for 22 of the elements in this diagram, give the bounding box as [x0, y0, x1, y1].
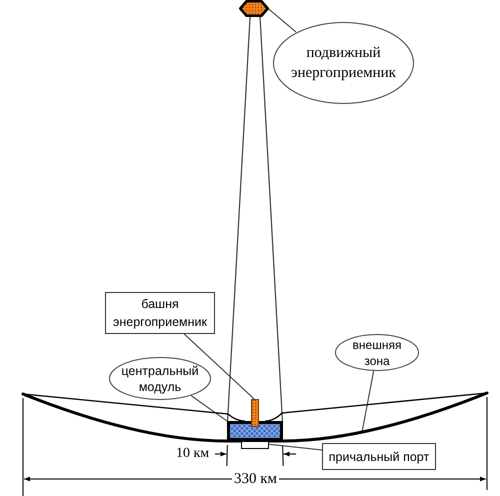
- leader-line: [184, 334, 255, 400]
- hexagon-symbol: [239, 0, 269, 17]
- leader-line: [268, 8, 296, 32]
- port-rect: [241, 441, 269, 449]
- callout-text: центральный модуль: [120, 362, 200, 394]
- label-box: [105, 292, 215, 334]
- callout-ellipse: [273, 22, 414, 104]
- callout-ellipse: [335, 334, 419, 371]
- label-box: [322, 443, 436, 470]
- callout-ellipse: [109, 357, 211, 400]
- beam-line: [227, 16, 251, 422]
- dimension-label: 10 км: [176, 445, 210, 462]
- leader-line: [268, 444, 322, 451]
- tower-bar: [251, 399, 259, 427]
- beam-line: [259, 16, 283, 422]
- leader-line: [362, 370, 374, 432]
- hatched-module-block: [227, 421, 283, 441]
- leader-line: [190, 395, 228, 422]
- callout-text: внешняя зона: [352, 336, 402, 368]
- callout-text: подвижный энергоприемник: [290, 44, 397, 83]
- label-text: башня энергоприемник: [112, 296, 208, 331]
- label-text: причальный порт: [328, 448, 430, 466]
